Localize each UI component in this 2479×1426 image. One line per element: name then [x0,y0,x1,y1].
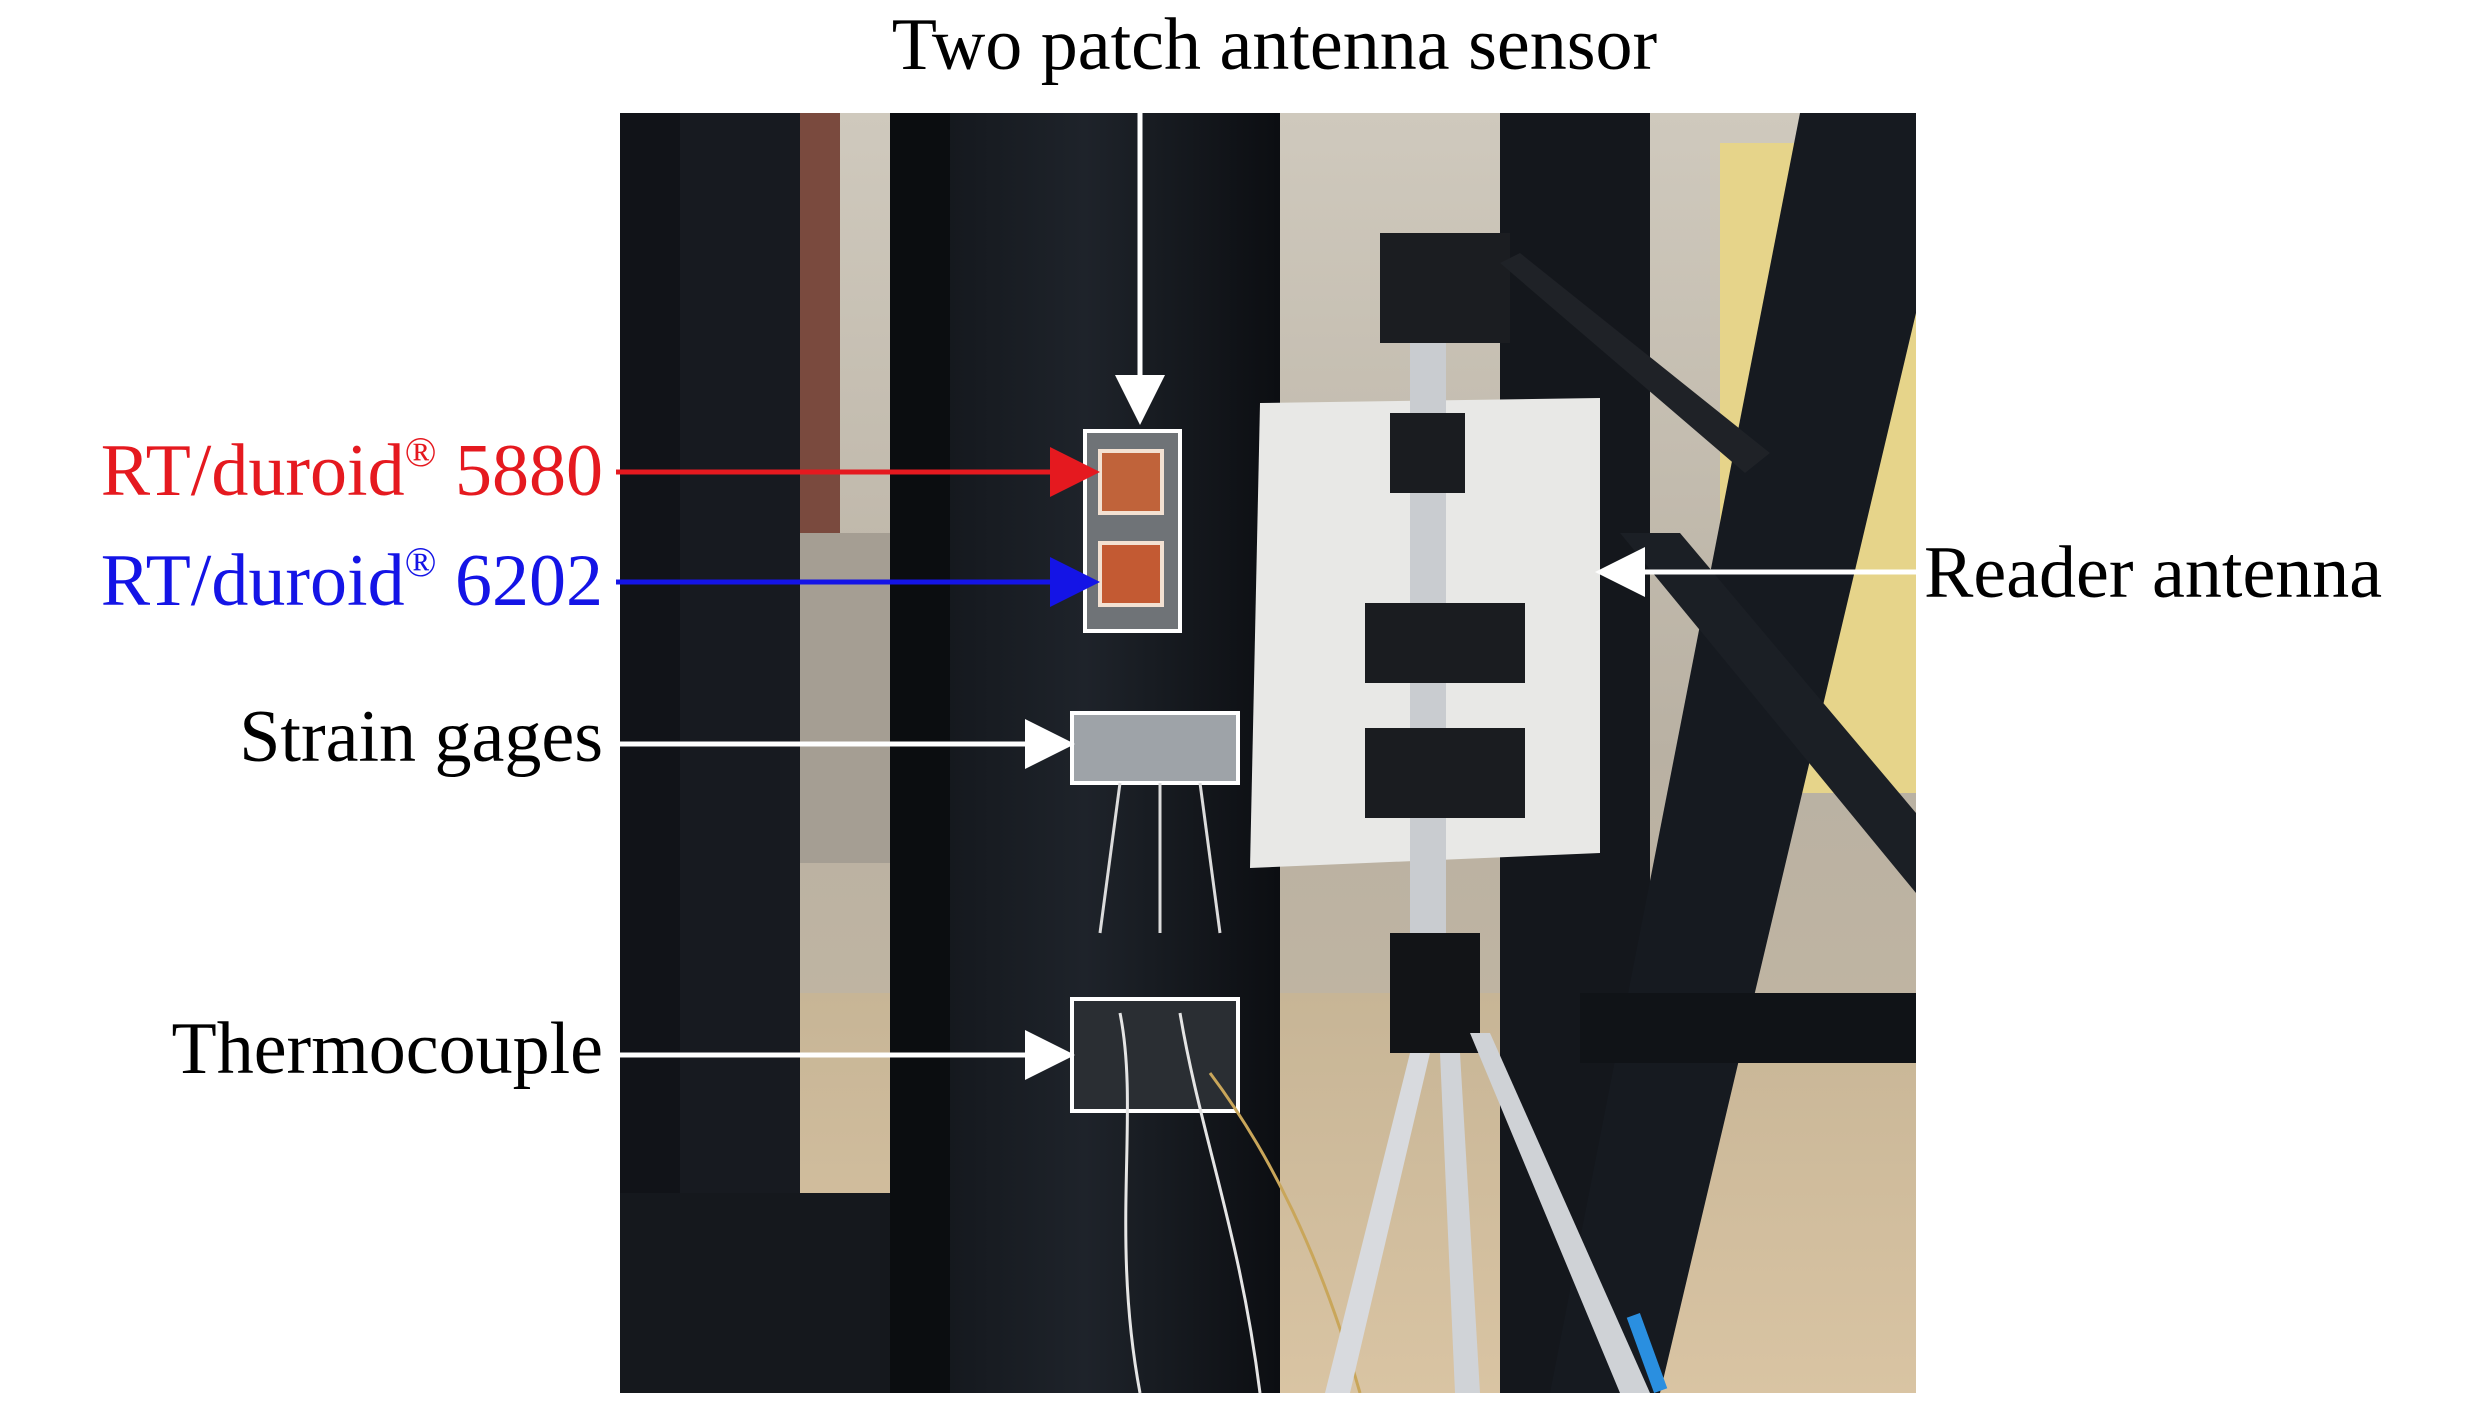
blue-cable [1626,1313,1668,1393]
gage-wire [1198,782,1222,934]
label-5880-text: RT/duroid [100,430,405,512]
label-duroid-6202: RT/duroid® 6202 [101,542,603,618]
label-thermocouple: Thermocouple [172,1012,604,1086]
label-5880-num: 5880 [455,430,603,512]
gage-wire [1098,782,1122,934]
tripod-head [1380,233,1510,343]
label-reader-text: Reader antenna [1924,532,2383,614]
tripod-leg [1440,1053,1480,1393]
label-two-patch-antenna-sensor: Two patch antenna sensor [0,8,2479,82]
photograph [620,113,1916,1393]
label-6202-mark: ® [404,540,437,586]
concrete-pier [790,533,900,863]
label-top-text: Two patch antenna sensor [891,4,1658,86]
strain-gage-area [1070,711,1240,785]
label-strain-text: Strain gages [239,696,603,778]
diagonal-brace-2 [1620,533,1916,893]
left-steel-post-2 [680,113,800,1213]
tape-strip [1365,603,1525,683]
label-strain-gages: Strain gages [239,700,603,774]
patch-5880 [1098,449,1164,515]
column-flange [890,113,950,1393]
diagonal-brace [1550,113,1916,1393]
label-reader-antenna: Reader antenna [1924,536,2382,610]
tripod-leg [1470,1033,1650,1393]
tripod-leg [1325,1053,1430,1393]
tape-strip [1365,728,1525,818]
patch-6202 [1098,541,1164,607]
label-duroid-5880: RT/duroid® 5880 [101,432,603,508]
label-6202-num: 6202 [455,540,603,622]
thermocouple-area [1070,997,1240,1113]
label-6202-text: RT/duroid [100,540,405,622]
tripod-handle [1500,253,1770,473]
floor-beam [1580,993,1916,1063]
thermocouple-wire [1178,1012,1262,1393]
label-thermo-text: Thermocouple [171,1008,604,1090]
tape-strip [1390,413,1465,493]
tripod-collar [1390,933,1480,1053]
thermocouple-wire [1118,1012,1142,1393]
label-5880-mark: ® [404,430,437,476]
